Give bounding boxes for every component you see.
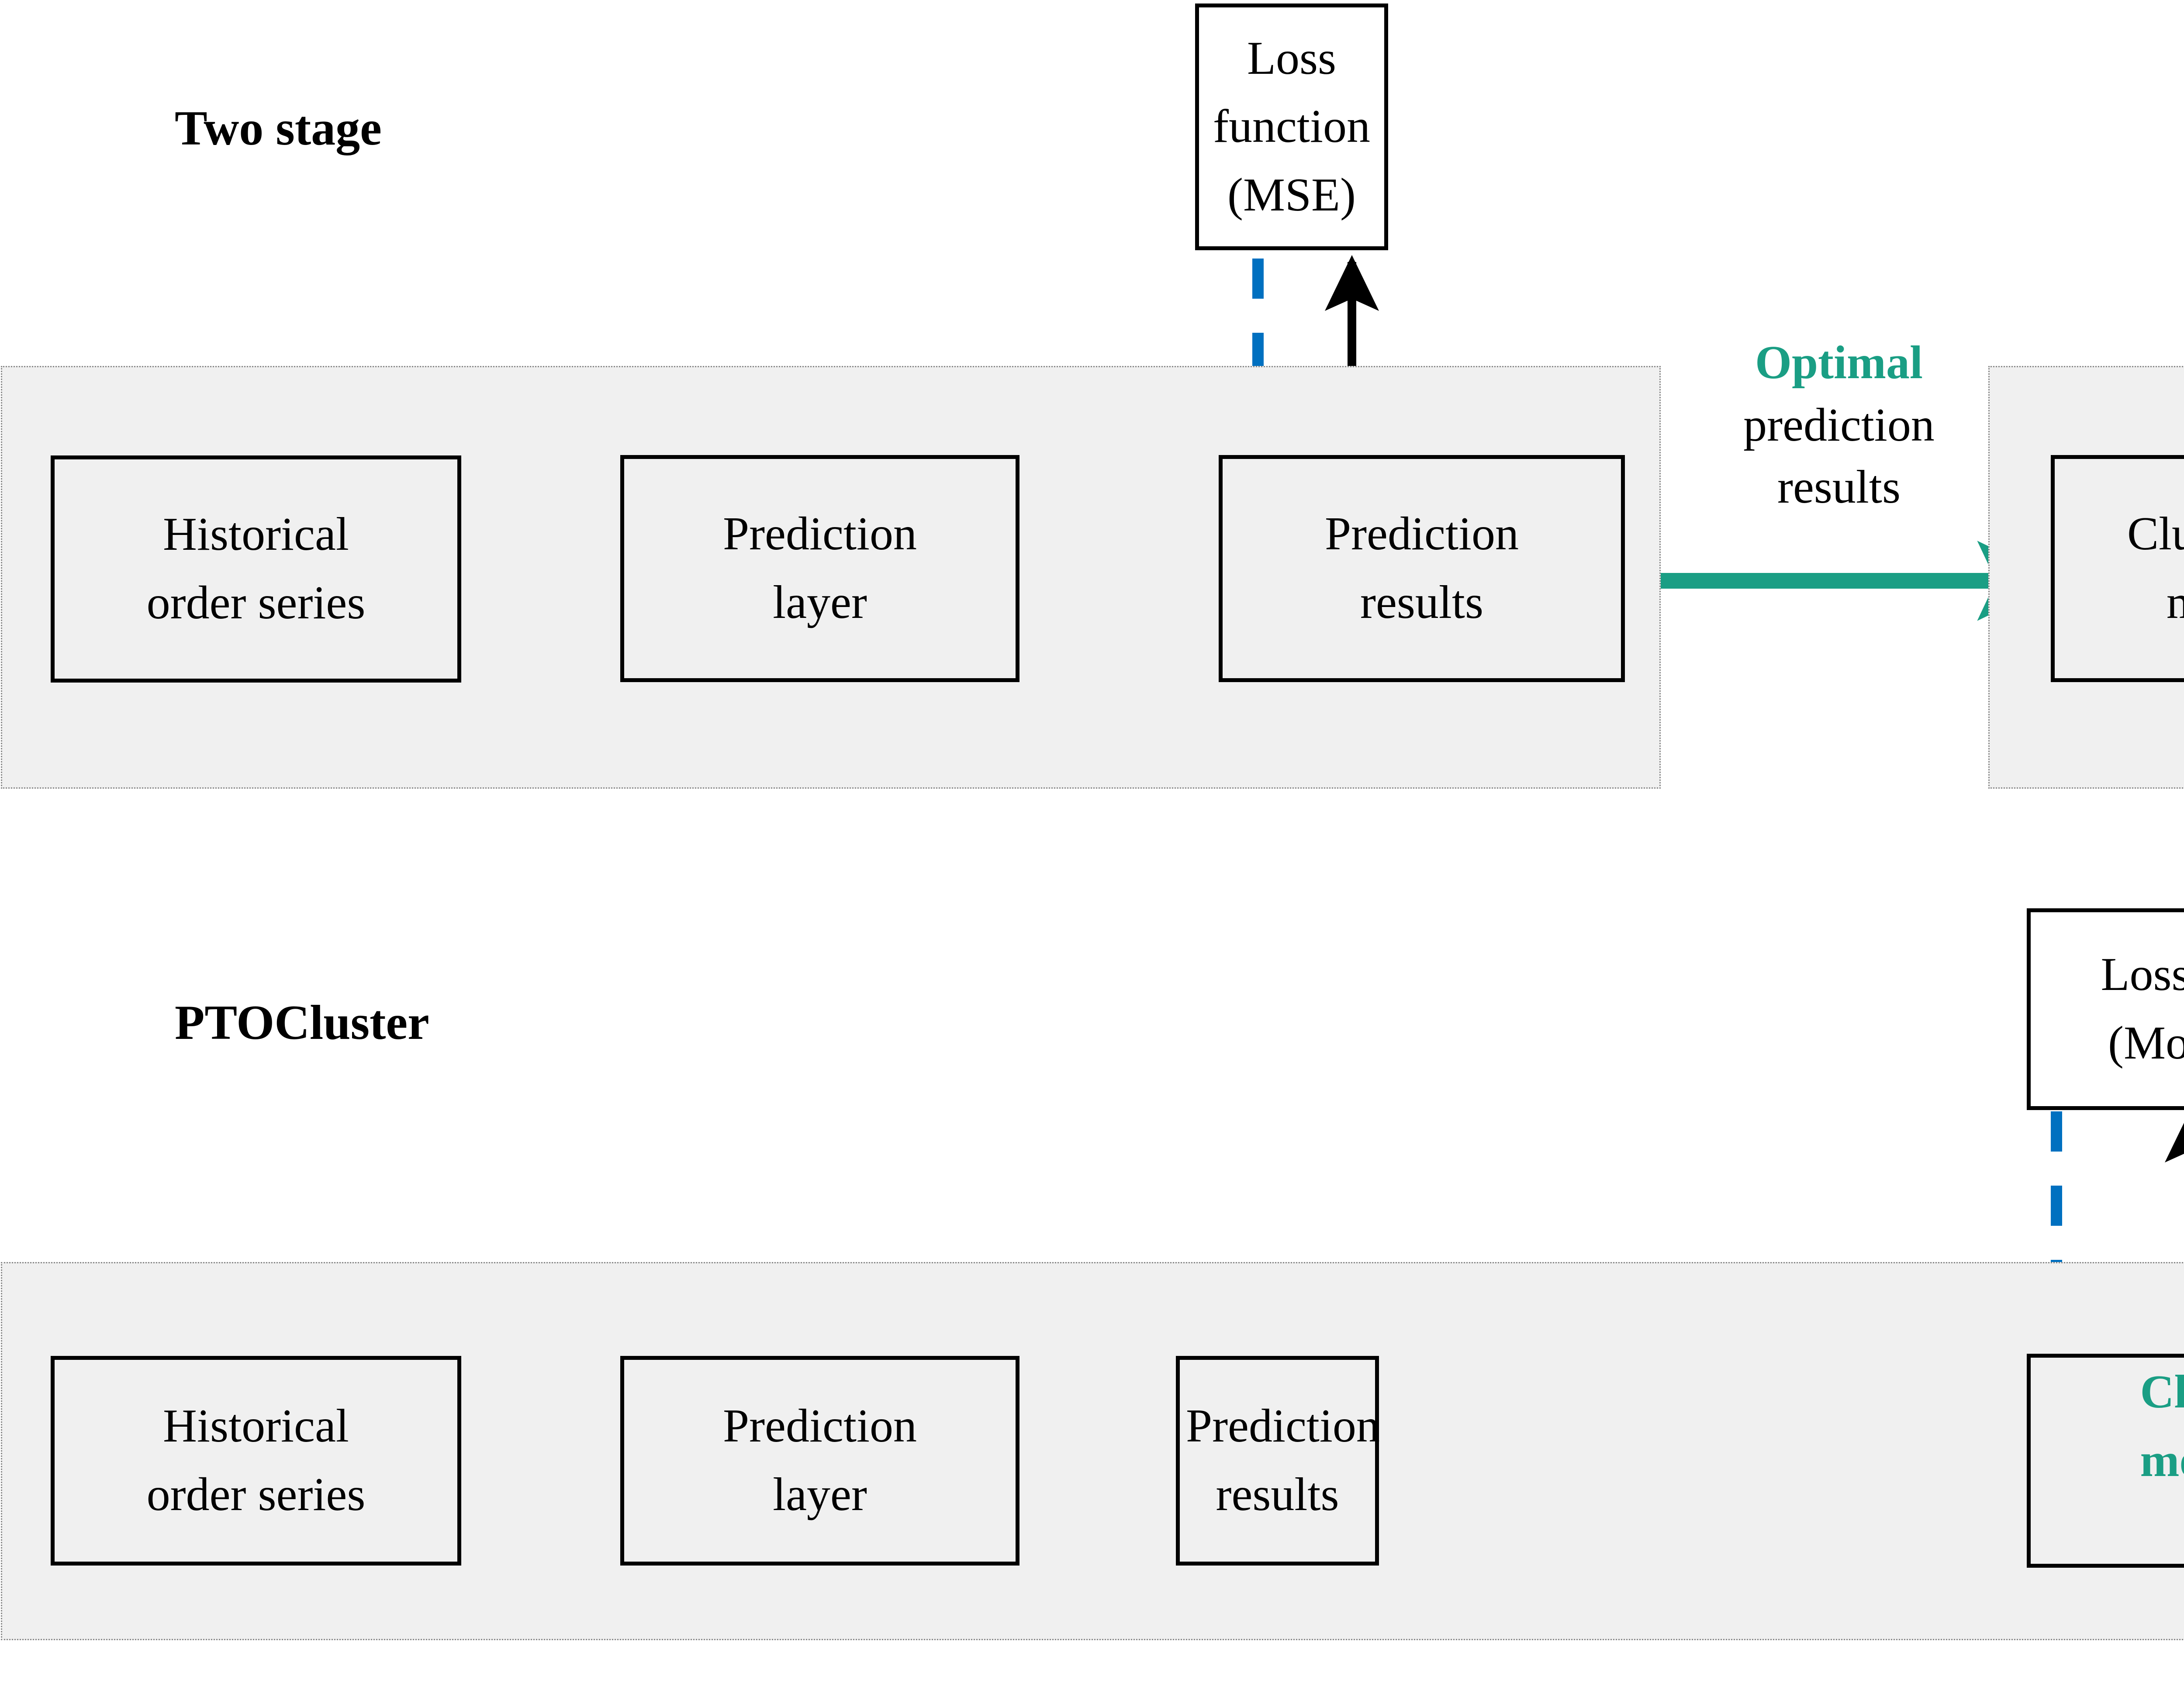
loss-function-mse-line1: Loss function: [1213, 32, 1370, 153]
historical-top-line2: order series: [146, 577, 366, 629]
clustering-layer-line1: Clustering: [2140, 1366, 2184, 1418]
transfer-label-optimal-prediction-results: Optimal prediction results: [1686, 332, 1992, 519]
node-prediction-results-bottom[interactable]: Prediction results: [1176, 1356, 1380, 1566]
node-prediction-layer-top[interactable]: Prediction layer: [620, 455, 1019, 682]
prediction-layer-top-line2: layer: [773, 576, 867, 628]
loss-function-modularity-line2: (Modularity): [2108, 1017, 2184, 1069]
prediction-results-top-line1: Prediction: [1325, 508, 1519, 560]
node-loss-function-modularity[interactable]: Loss function (Modularity): [2027, 908, 2184, 1110]
node-historical-order-series-top[interactable]: Historical order series: [51, 455, 461, 683]
loss-function-mse-line2: (MSE): [1227, 169, 1356, 221]
clustering-layer-line2: model as a: [2140, 1434, 2184, 1486]
node-loss-function-mse[interactable]: Loss function (MSE): [1195, 3, 1388, 250]
node-prediction-layer-bottom[interactable]: Prediction layer: [620, 1356, 1019, 1566]
prediction-results-bottom-line2: results: [1216, 1469, 1339, 1521]
node-historical-order-series-bottom[interactable]: Historical order series: [51, 1356, 461, 1566]
clustering-model-top-line2: model: [2167, 576, 2184, 628]
clustering-model-top-line1: Clustering: [2127, 508, 2184, 560]
node-clustering-model-as-a-layer[interactable]: Clustering model as a layer: [2027, 1354, 2184, 1568]
stage-title-two-stage: Two stage: [175, 101, 382, 155]
transfer-label-line3: results: [1777, 461, 1901, 514]
historical-bottom-line2: order series: [146, 1469, 366, 1521]
prediction-layer-bottom-line2: layer: [773, 1469, 867, 1521]
stage-title-ptocluster: PTOCluster: [175, 996, 429, 1050]
prediction-results-top-line2: results: [1360, 576, 1483, 628]
historical-top-line1: Historical: [163, 508, 349, 561]
transfer-label-accent: Optimal: [1755, 337, 1923, 389]
prediction-results-bottom-line1: Prediction: [1186, 1400, 1380, 1452]
historical-bottom-line1: Historical: [163, 1400, 349, 1452]
transfer-label-line2: prediction: [1743, 399, 1935, 451]
loss-function-modularity-line1: Loss function: [2101, 948, 2184, 1001]
node-clustering-model-top[interactable]: Clustering model: [2051, 455, 2184, 682]
prediction-layer-bottom-line1: Prediction: [723, 1400, 917, 1452]
prediction-layer-top-line1: Prediction: [723, 508, 917, 560]
node-prediction-results-top[interactable]: Prediction results: [1219, 455, 1625, 682]
